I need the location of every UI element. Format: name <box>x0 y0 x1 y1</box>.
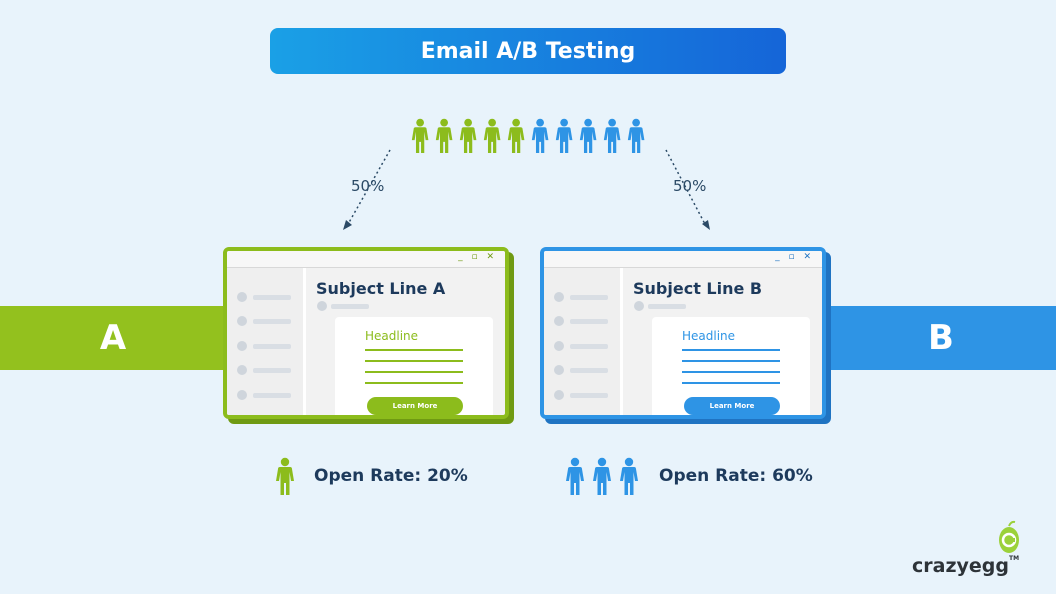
person-icon <box>593 457 611 495</box>
crazyegg-logo-icon <box>999 520 1019 553</box>
avatar-icon <box>554 292 564 302</box>
inbox-item-placeholder <box>570 295 608 300</box>
avatar-icon <box>237 292 247 302</box>
inbox-sidebar <box>227 268 306 415</box>
right-split-percent: 50% <box>673 177 707 195</box>
body-text-line <box>365 349 463 351</box>
inbox-item <box>554 390 614 400</box>
learn-more-button-a[interactable]: Learn More <box>367 397 463 415</box>
email-window-b: _ ▫ ✕ Subject Line B Headline Learn More <box>540 247 826 419</box>
sender-placeholder <box>331 304 369 309</box>
body-text-line <box>682 349 780 351</box>
inbox-item-placeholder <box>570 393 608 398</box>
body-text-line <box>365 360 463 362</box>
email-body-b: Headline Learn More <box>652 317 810 415</box>
variant-b-label: B <box>928 318 954 358</box>
email-body-a: Headline Learn More <box>335 317 493 415</box>
open-rate-a: Open Rate: 20% <box>314 466 468 486</box>
inbox-item <box>554 365 614 375</box>
inbox-item <box>554 341 614 351</box>
brand-trademark: TM <box>1009 555 1020 562</box>
avatar-icon <box>554 365 564 375</box>
inbox-sidebar <box>544 268 623 415</box>
headline-b: Headline <box>682 329 736 343</box>
person-icon <box>555 118 573 153</box>
variant-b-band: B <box>826 306 1056 370</box>
body-text-line <box>682 382 780 384</box>
inbox-item <box>237 365 297 375</box>
email-window-a: _ ▫ ✕ Subject Line A Headline Learn More <box>223 247 509 419</box>
brand-logo: crazyeggTM <box>912 555 1019 577</box>
inbox-item-placeholder <box>253 393 291 398</box>
inbox-item-placeholder <box>570 368 608 373</box>
open-rate-a-people <box>276 457 294 495</box>
person-icon <box>603 118 621 153</box>
inbox-item <box>237 390 297 400</box>
brand-name: crazyegg <box>912 555 1009 577</box>
inbox-item <box>554 316 614 326</box>
right-split-arrow <box>665 149 707 227</box>
window-titlebar: _ ▫ ✕ <box>227 251 505 268</box>
headline-a: Headline <box>365 329 419 343</box>
person-icon <box>276 457 294 495</box>
avatar-icon <box>237 341 247 351</box>
open-rate-b-people <box>566 457 638 495</box>
subject-line-b: Subject Line B <box>633 279 763 298</box>
person-icon <box>507 118 525 153</box>
sender-avatar-icon <box>317 301 327 311</box>
inbox-item <box>554 292 614 302</box>
person-icon <box>566 457 584 495</box>
left-arrowhead-icon <box>343 220 352 230</box>
page-title: Email A/B Testing <box>270 28 786 74</box>
variant-a-label: A <box>99 318 127 358</box>
body-text-line <box>365 382 463 384</box>
window-controls-icon: _ ▫ ✕ <box>775 252 814 262</box>
inbox-item <box>237 341 297 351</box>
inbox-item-placeholder <box>253 319 291 324</box>
avatar-icon <box>554 316 564 326</box>
body-text-line <box>682 360 780 362</box>
inbox-item <box>237 316 297 326</box>
inbox-item-placeholder <box>570 319 608 324</box>
avatar-icon <box>237 365 247 375</box>
avatar-icon <box>237 390 247 400</box>
body-text-line <box>682 371 780 373</box>
left-split-percent: 50% <box>351 177 385 195</box>
avatar-icon <box>237 316 247 326</box>
person-icon <box>579 118 597 153</box>
window-controls-icon: _ ▫ ✕ <box>458 252 497 262</box>
avatar-icon <box>554 390 564 400</box>
inbox-item <box>237 292 297 302</box>
inbox-item-placeholder <box>253 295 291 300</box>
avatar-icon <box>554 341 564 351</box>
variant-a-band: A <box>0 306 226 370</box>
sender-placeholder <box>648 304 686 309</box>
open-rate-b: Open Rate: 60% <box>659 466 813 486</box>
inbox-item-placeholder <box>570 344 608 349</box>
sender-avatar-icon <box>634 301 644 311</box>
population-group <box>411 118 645 153</box>
body-text-line <box>365 371 463 373</box>
person-icon <box>531 118 549 153</box>
window-titlebar: _ ▫ ✕ <box>544 251 822 268</box>
inbox-item-placeholder <box>253 368 291 373</box>
subject-line-a: Subject Line A <box>316 279 446 298</box>
learn-more-button-b[interactable]: Learn More <box>684 397 780 415</box>
split-arrows <box>343 149 710 230</box>
person-icon <box>627 118 645 153</box>
person-icon <box>620 457 638 495</box>
inbox-item-placeholder <box>253 344 291 349</box>
right-arrowhead-icon <box>702 220 710 230</box>
